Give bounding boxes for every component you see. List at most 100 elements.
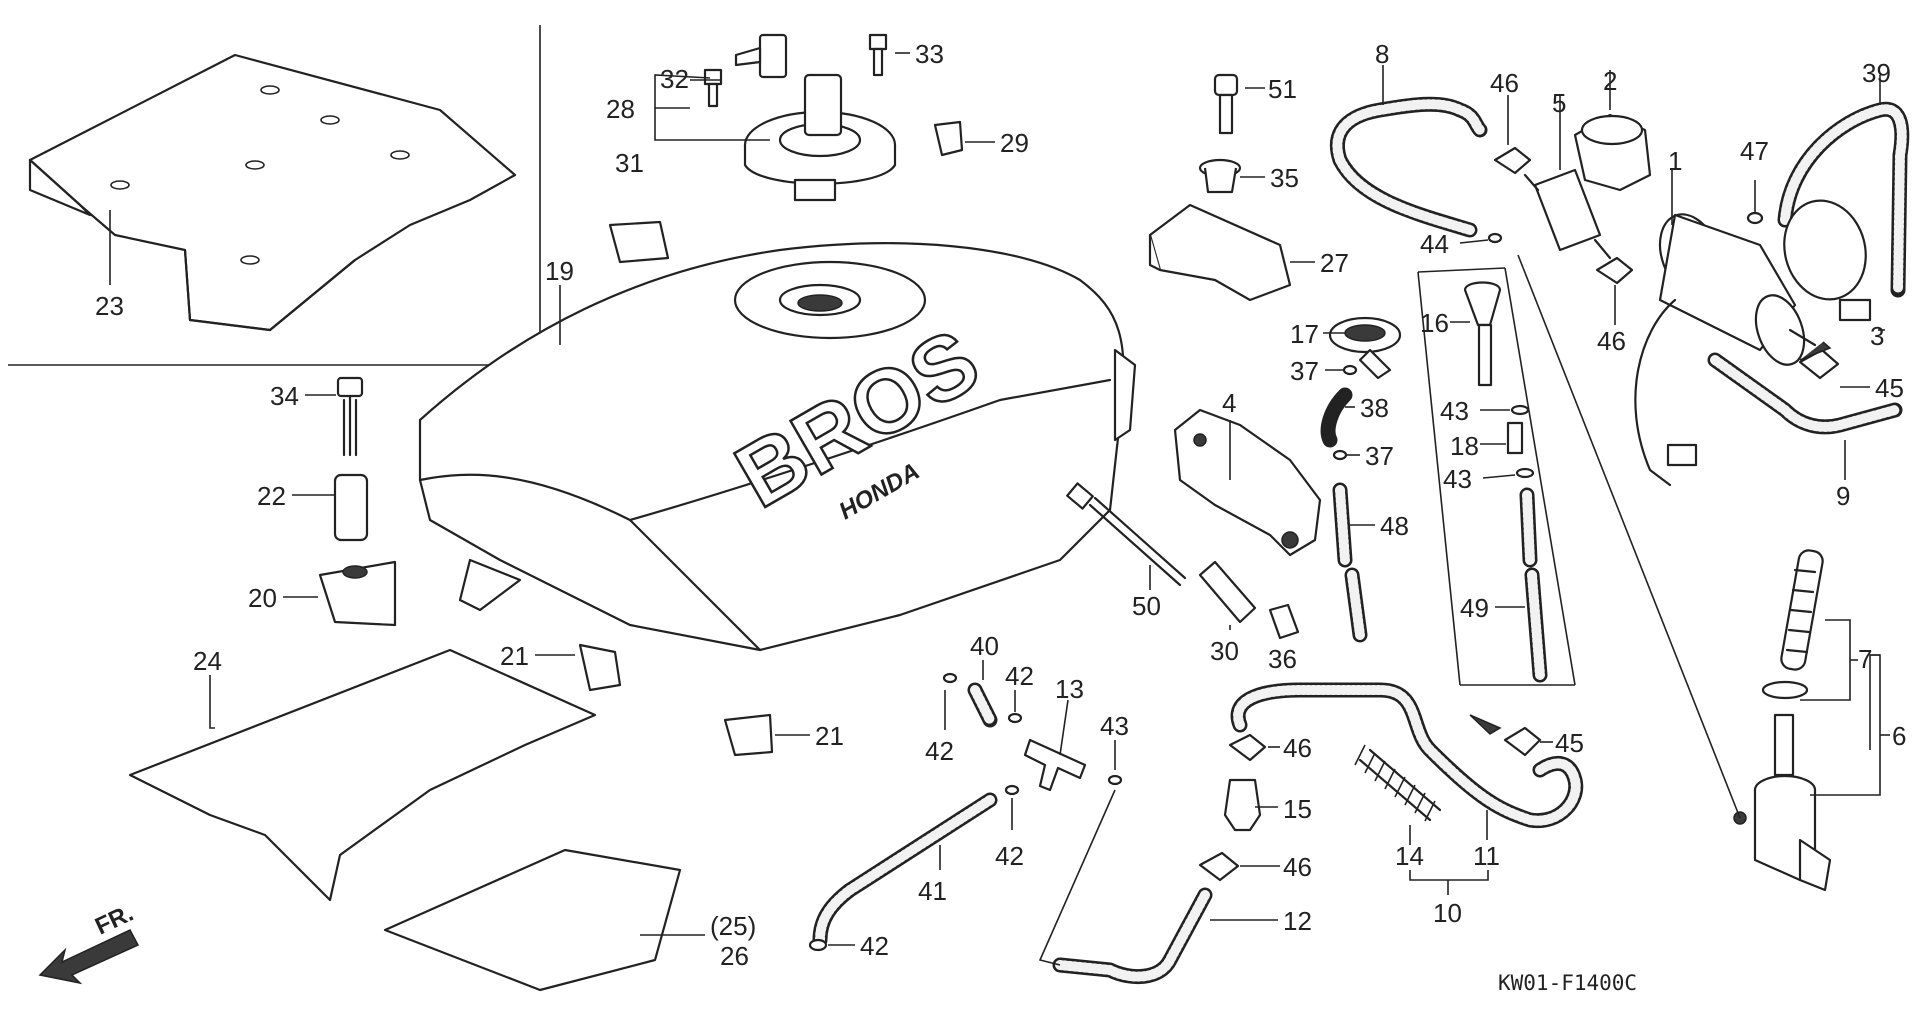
part-48-hose xyxy=(1332,482,1368,643)
part-43-clip-a xyxy=(1510,404,1530,416)
label-part-48: 48 xyxy=(1380,511,1409,541)
label-part-49: 49 xyxy=(1460,593,1489,623)
label-part-21-upper: 21 xyxy=(500,641,529,671)
part-42-clip-b xyxy=(1007,712,1023,724)
part-25-26-pad xyxy=(383,848,682,992)
label-part-4: 4 xyxy=(1222,388,1236,418)
label-part-43-b: 43 xyxy=(1443,464,1472,494)
part-34-bolt xyxy=(336,376,364,457)
part-11-breather-hose xyxy=(1230,682,1584,829)
label-part-13: 13 xyxy=(1055,674,1084,704)
label-part-44: 44 xyxy=(1420,229,1449,259)
part-12-hose xyxy=(1052,887,1213,985)
label-part-1: 1 xyxy=(1668,146,1682,176)
part-40-hose xyxy=(967,682,998,728)
part-4-bracket xyxy=(1173,408,1322,557)
part-39-hose xyxy=(1777,101,1910,298)
part-8-hose xyxy=(1329,96,1488,238)
part-51-bolt xyxy=(1213,73,1239,135)
part-42-clip-c xyxy=(1004,784,1020,796)
label-part-32: 32 xyxy=(660,64,689,94)
label-part-46-lower-a: 46 xyxy=(1283,733,1312,763)
part-14-spring xyxy=(1354,744,1442,822)
label-part-33: 33 xyxy=(915,39,944,69)
label-part-31: 31 xyxy=(615,148,644,178)
label-part-21-lower: 21 xyxy=(815,721,844,751)
label-part-46-mid: 46 xyxy=(1597,326,1626,356)
label-part-18: 18 xyxy=(1450,431,1479,461)
part-29-clip xyxy=(933,120,964,157)
part-44-clip xyxy=(1487,232,1503,244)
label-part-25: (25) xyxy=(710,911,756,941)
part-3-pump-holder xyxy=(1783,199,1872,322)
label-part-10: 10 xyxy=(1433,898,1462,928)
part-17-grommet xyxy=(1328,316,1402,380)
label-part-8: 8 xyxy=(1375,39,1389,69)
part-46-clamp-mid xyxy=(1595,256,1634,285)
label-part-3: 3 xyxy=(1870,321,1884,351)
part-31-label xyxy=(608,220,670,264)
part-30-collar xyxy=(1198,560,1257,624)
label-part-26: 26 xyxy=(720,941,749,971)
part-9-hose xyxy=(1707,352,1903,435)
label-part-34: 34 xyxy=(270,381,299,411)
label-part-16: 16 xyxy=(1420,308,1449,338)
part-38-elbow xyxy=(1320,387,1353,448)
part-7-strainer xyxy=(1780,549,1824,671)
part-21-cushion-upper xyxy=(578,643,622,692)
part-46-clamp-lower-b xyxy=(1198,851,1240,882)
label-part-9: 9 xyxy=(1836,481,1850,511)
label-part-38: 38 xyxy=(1360,393,1389,423)
part-22-collar xyxy=(333,473,369,542)
part-43-clip-c xyxy=(1107,774,1123,786)
part-7-washer xyxy=(1761,680,1809,700)
part-6-fuel-valve xyxy=(1733,713,1832,892)
label-part-45-lower: 45 xyxy=(1555,728,1584,758)
inset-frame xyxy=(8,25,541,366)
part-16-strainer xyxy=(1463,281,1502,387)
diagram-code: KW01-F1400C xyxy=(1498,971,1637,995)
label-part-27: 27 xyxy=(1320,248,1349,278)
label-part-40: 40 xyxy=(970,631,999,661)
part-47-clip xyxy=(1746,211,1764,225)
part-28-fuel-cap xyxy=(734,33,897,202)
part-21-cushion-lower xyxy=(723,713,774,757)
part-13-t-joint xyxy=(1023,738,1087,792)
label-part-20: 20 xyxy=(248,583,277,613)
label-part-50: 50 xyxy=(1132,591,1161,621)
label-part-5: 5 xyxy=(1552,88,1566,118)
label-part-14: 14 xyxy=(1395,841,1424,871)
part-50-long-bolt xyxy=(1066,482,1187,587)
label-part-36: 36 xyxy=(1268,644,1297,674)
label-part-46-upper: 46 xyxy=(1490,68,1519,98)
label-part-11: 11 xyxy=(1473,841,1500,871)
part-33-screw xyxy=(868,33,888,77)
part-37-clip-upper xyxy=(1342,364,1358,376)
label-part-17: 17 xyxy=(1290,319,1319,349)
label-part-46-lower-b: 46 xyxy=(1283,852,1312,882)
label-part-51: 51 xyxy=(1268,74,1297,104)
label-part-41: 41 xyxy=(918,876,947,906)
label-part-39: 39 xyxy=(1862,58,1891,88)
part-42-clip-a xyxy=(942,672,958,684)
sub-assembly-frame xyxy=(1417,267,1576,686)
label-part-42-c: 42 xyxy=(995,841,1024,871)
part-27-bracket xyxy=(1148,203,1292,302)
part-1-pump-wire xyxy=(1634,298,1698,487)
part-2-clip xyxy=(1573,113,1652,192)
label-part-23: 23 xyxy=(95,291,124,321)
part-19-fuel-tank: BROS HONDA xyxy=(418,242,1137,652)
part-labels: 1 2 3 4 5 6 7 8 9 10 11 12 13 14 15 16 1… xyxy=(95,39,1906,971)
part-1-fuel-pump xyxy=(1658,213,1817,366)
label-part-42-d: 42 xyxy=(860,931,889,961)
part-18-joint xyxy=(1506,421,1524,455)
part-49-hose xyxy=(1519,487,1548,683)
part-36-nut xyxy=(1268,603,1300,640)
part-15-inline-filter xyxy=(1223,778,1262,832)
part-42-clip-d xyxy=(808,938,828,952)
label-part-24: 24 xyxy=(193,646,222,676)
part-43-clip-b xyxy=(1515,467,1535,479)
part-20-rubber xyxy=(318,560,397,627)
label-part-45-upper: 45 xyxy=(1875,373,1904,403)
part-5-fuel-filter xyxy=(1523,168,1612,260)
